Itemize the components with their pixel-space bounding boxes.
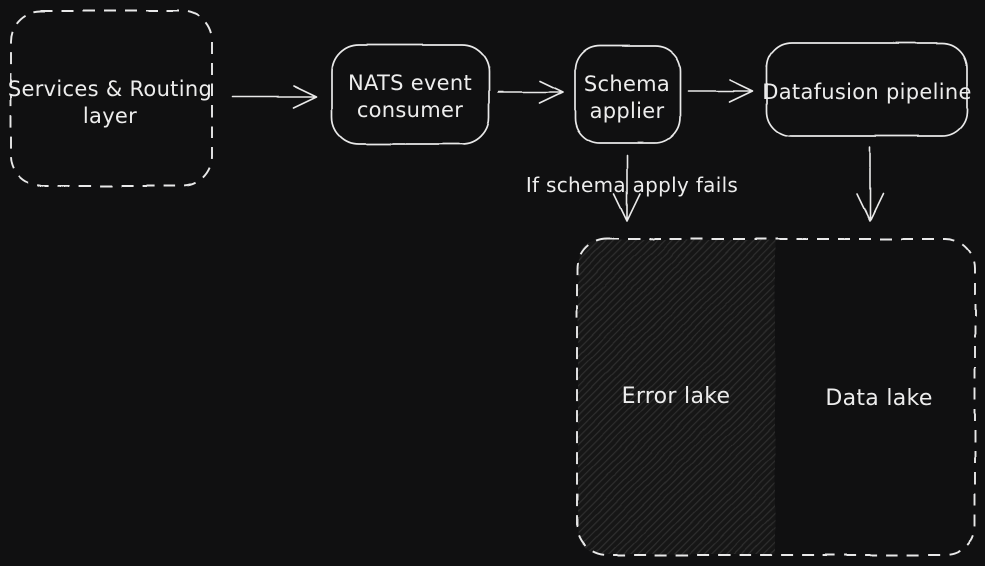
error-lake-region[interactable] <box>578 240 775 554</box>
arrow-nats-to-schema[interactable] <box>497 80 564 104</box>
services-routing-label-line2: layer <box>83 104 137 128</box>
nats-consumer-label-line2: consumer <box>357 98 463 122</box>
arrow-services-to-nats[interactable] <box>231 85 318 109</box>
arrow-schema-to-error-lake[interactable] <box>613 154 641 222</box>
schema-applier-label-line1: Schema <box>584 72 670 96</box>
arrow-datafusion-to-data-lake[interactable] <box>856 146 884 222</box>
datafusion-pipeline-node[interactable] <box>766 42 968 137</box>
services-routing-node[interactable] <box>10 10 213 187</box>
data-lake-label: Data lake <box>825 386 932 411</box>
schema-applier-node[interactable] <box>574 45 681 144</box>
error-lake-label: Error lake <box>622 384 731 409</box>
arrow-schema-to-datafusion[interactable] <box>687 79 754 103</box>
datafusion-pipeline-label: Datafusion pipeline <box>762 80 971 104</box>
schema-fail-edge-label: If schema apply fails <box>526 173 738 197</box>
services-routing-label-line1: Services & Routing <box>8 77 212 101</box>
lake-container-node[interactable] <box>576 238 976 556</box>
nats-consumer-label-line1: NATS event <box>348 71 472 95</box>
nats-event-consumer-node[interactable] <box>331 44 490 145</box>
schema-applier-label-line2: applier <box>590 99 665 123</box>
